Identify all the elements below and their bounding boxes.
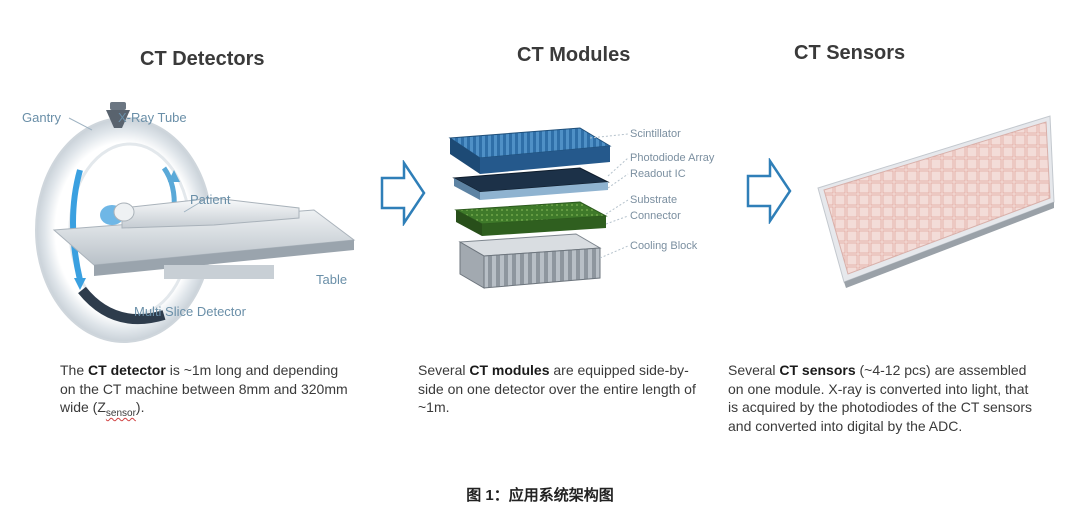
ct-module-illustration: Scintillator Photodiode Array Readout IC… (440, 118, 740, 298)
flow-arrow-2 (746, 158, 792, 224)
label-patient: Patient (190, 192, 231, 207)
gantry-graphic (35, 102, 356, 343)
flow-arrow-1 (380, 160, 426, 226)
label-table: Table (316, 272, 348, 287)
layer-connector (482, 216, 606, 236)
patient-figure (121, 197, 300, 229)
figure-caption: 图 1：应用系统架构图 (466, 487, 614, 504)
description-ct-modules: Several CT modules are equipped side-by-… (418, 362, 696, 415)
label-cooling-block: Cooling Block (630, 240, 698, 252)
heading-ct-detectors: CT Detectors (140, 48, 265, 70)
label-substrate: Substrate (630, 194, 678, 206)
heading-ct-modules: CT Modules (517, 44, 631, 66)
description-ct-sensors: Several CT sensors (~4-12 pcs) are assem… (728, 362, 1033, 434)
ct-detector-illustration: Gantry X-Ray Tube Patient Table Multi Sl… (14, 90, 374, 350)
label-xray-tube: X-Ray Tube (118, 110, 187, 125)
ct-sensor-illustration (810, 110, 1060, 290)
label-multi-slice-detector: Multi Slice Detector (134, 304, 246, 319)
rotation-arrow-left (70, 169, 83, 281)
layer-readout-ic (480, 182, 608, 200)
sensor-graphic (817, 115, 1055, 288)
label-readout-ic: Readout IC (630, 168, 686, 180)
description-ct-detector: The CT detector is ~1m long and dependin… (60, 362, 348, 419)
sensor-pixel-grid (823, 121, 1051, 275)
label-gantry: Gantry (22, 110, 62, 125)
heading-ct-sensors: CT Sensors (794, 42, 906, 64)
module-layers-graphic (448, 127, 629, 289)
label-scintillator: Scintillator (630, 128, 681, 140)
multi-slice-detector-arc (78, 286, 166, 325)
xray-tube-icon (106, 110, 130, 128)
label-photodiode-array: Photodiode Array (630, 152, 715, 164)
label-connector: Connector (630, 210, 681, 222)
